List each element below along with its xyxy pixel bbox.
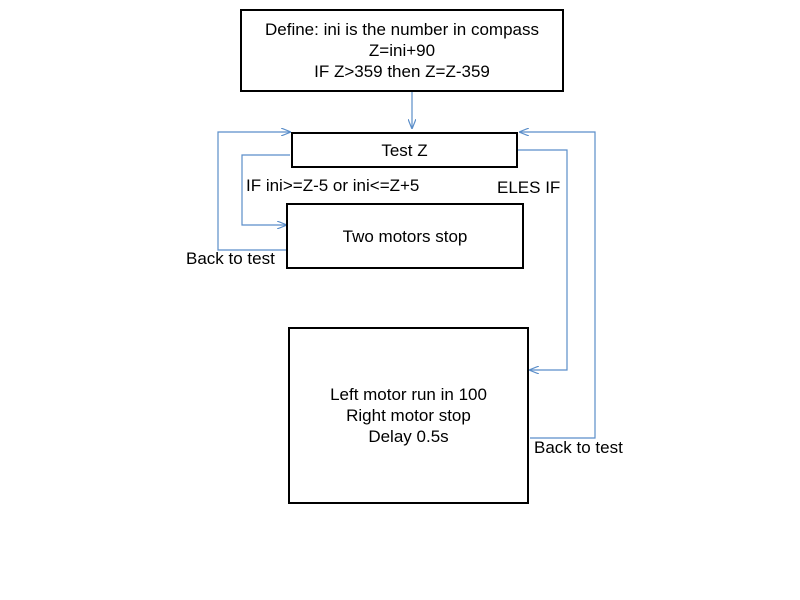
arrow-test-to-stop [241, 154, 290, 225]
run-line-1: Left motor run in 100 [330, 385, 487, 404]
back-to-test-right-label: Back to test [534, 438, 623, 457]
arrow-test-to-run [518, 149, 568, 370]
two-motors-stop-box: Two motors stop [286, 203, 524, 269]
define-box: Define: ini is the number in compass Z=i… [240, 9, 564, 92]
back-to-test-left-label: Back to test [186, 249, 275, 268]
define-line-3: IF Z>359 then Z=Z-359 [314, 62, 490, 81]
else-if-label: ELES IF [497, 178, 561, 197]
if-condition-label: IF ini>=Z-5 or ini<=Z+5 [246, 176, 420, 195]
arrow-run-back-to-test [520, 132, 596, 439]
define-line-2: Z=ini+90 [368, 41, 436, 60]
arrow-stop-back-to-test [217, 132, 290, 251]
define-line-1: Define: ini is the number in compass [264, 20, 540, 39]
test-z-label: Test Z [381, 140, 428, 160]
two-motors-stop-label: Two motors stop [342, 226, 468, 246]
test-z-box: Test Z [291, 132, 518, 168]
run-line-2: Right motor stop [346, 406, 471, 425]
run-line-3: Delay 0.5s [368, 427, 449, 446]
left-motor-run-box: Left motor run in 100 Right motor stop D… [288, 327, 529, 504]
